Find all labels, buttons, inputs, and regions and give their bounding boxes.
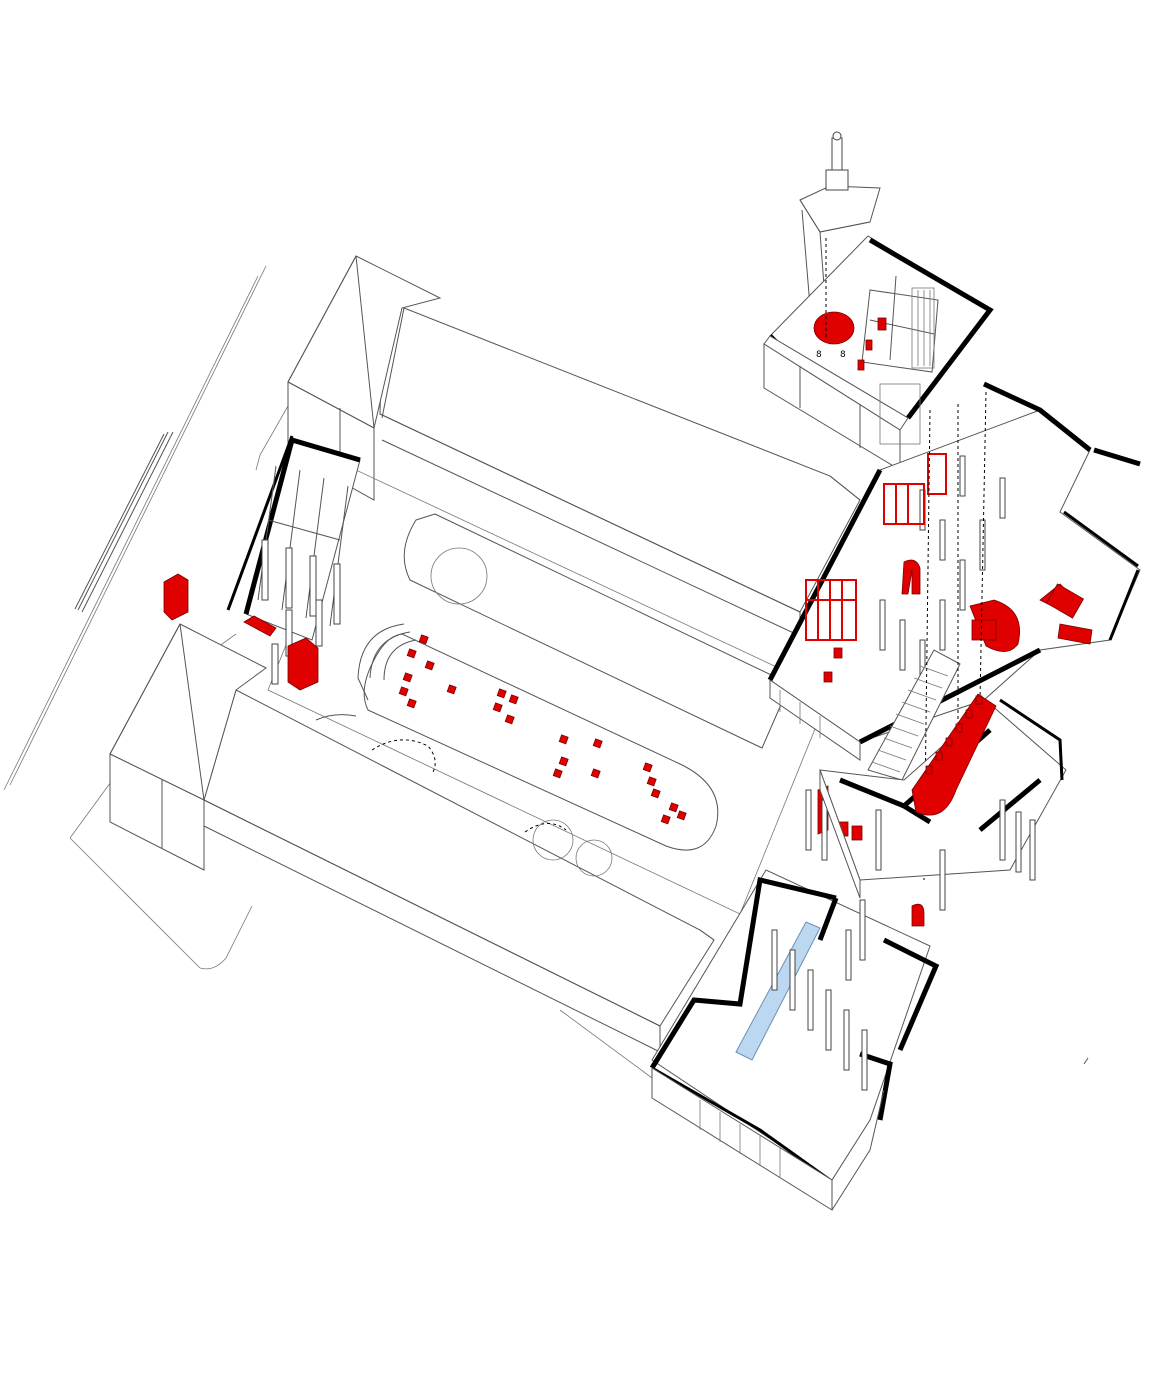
chair-marker xyxy=(492,702,503,713)
red-chair xyxy=(823,671,833,683)
chair-marker xyxy=(418,634,429,645)
red-sofa-b xyxy=(1057,623,1093,645)
west-gallery xyxy=(163,435,361,691)
chair-marker xyxy=(592,738,603,749)
east-wing-middle xyxy=(805,693,1067,911)
chair-marker xyxy=(496,688,507,699)
red-chair xyxy=(833,647,843,659)
north-wing-block xyxy=(287,255,861,637)
red-frame-structure-b xyxy=(805,579,857,641)
south-wing-block xyxy=(109,623,715,1053)
chair-marker xyxy=(406,698,417,709)
chair-marker xyxy=(676,810,687,821)
chair-marker xyxy=(504,714,515,725)
street-lines xyxy=(3,265,267,791)
chair-marker xyxy=(646,776,657,787)
chair-marker xyxy=(424,660,435,671)
chair-marker xyxy=(402,672,413,683)
chair-marker xyxy=(590,768,601,779)
chair-marker xyxy=(650,788,661,799)
red-kiosk xyxy=(163,573,189,621)
red-chair xyxy=(857,359,865,371)
red-bench xyxy=(243,615,277,637)
red-arch xyxy=(901,559,921,595)
tower-tag-left: 8 xyxy=(816,350,822,360)
red-seat xyxy=(971,619,997,641)
red-table-chairs xyxy=(925,695,983,775)
chair-marker xyxy=(406,648,417,659)
chair-marker xyxy=(508,694,519,705)
glass-curtain-wall xyxy=(735,921,821,1061)
chair-marker xyxy=(558,734,569,745)
red-arch-small xyxy=(911,903,925,927)
tower-finial xyxy=(825,131,849,191)
red-chair xyxy=(865,339,873,351)
chair-marker xyxy=(398,686,409,697)
north-tick xyxy=(1083,1057,1089,1065)
red-table xyxy=(1045,583,1085,619)
tower-grid-windows xyxy=(911,287,935,369)
chair-marker xyxy=(552,768,563,779)
tower-tag-right: 8 xyxy=(840,350,846,360)
east-wing-upper xyxy=(767,381,1141,761)
red-panel xyxy=(851,825,863,841)
east-upper-columns xyxy=(879,455,1006,691)
red-frame-structure-a xyxy=(883,453,947,525)
chair-marker xyxy=(558,756,569,767)
red-long-table xyxy=(911,693,997,816)
chair-marker xyxy=(642,762,653,773)
chair-marker xyxy=(668,802,679,813)
ground-floor-columns xyxy=(771,899,868,1091)
red-round-table xyxy=(813,311,855,345)
clock-tower: 8 8 xyxy=(763,131,994,471)
courtyard-chairs xyxy=(398,634,687,825)
red-chair xyxy=(877,317,887,331)
central-staircase xyxy=(867,649,961,781)
chair-marker xyxy=(446,684,457,695)
red-cabinet xyxy=(287,637,319,691)
chair-marker xyxy=(660,814,671,825)
east-wing-ground xyxy=(649,869,940,1211)
gallery-columns xyxy=(261,539,341,685)
